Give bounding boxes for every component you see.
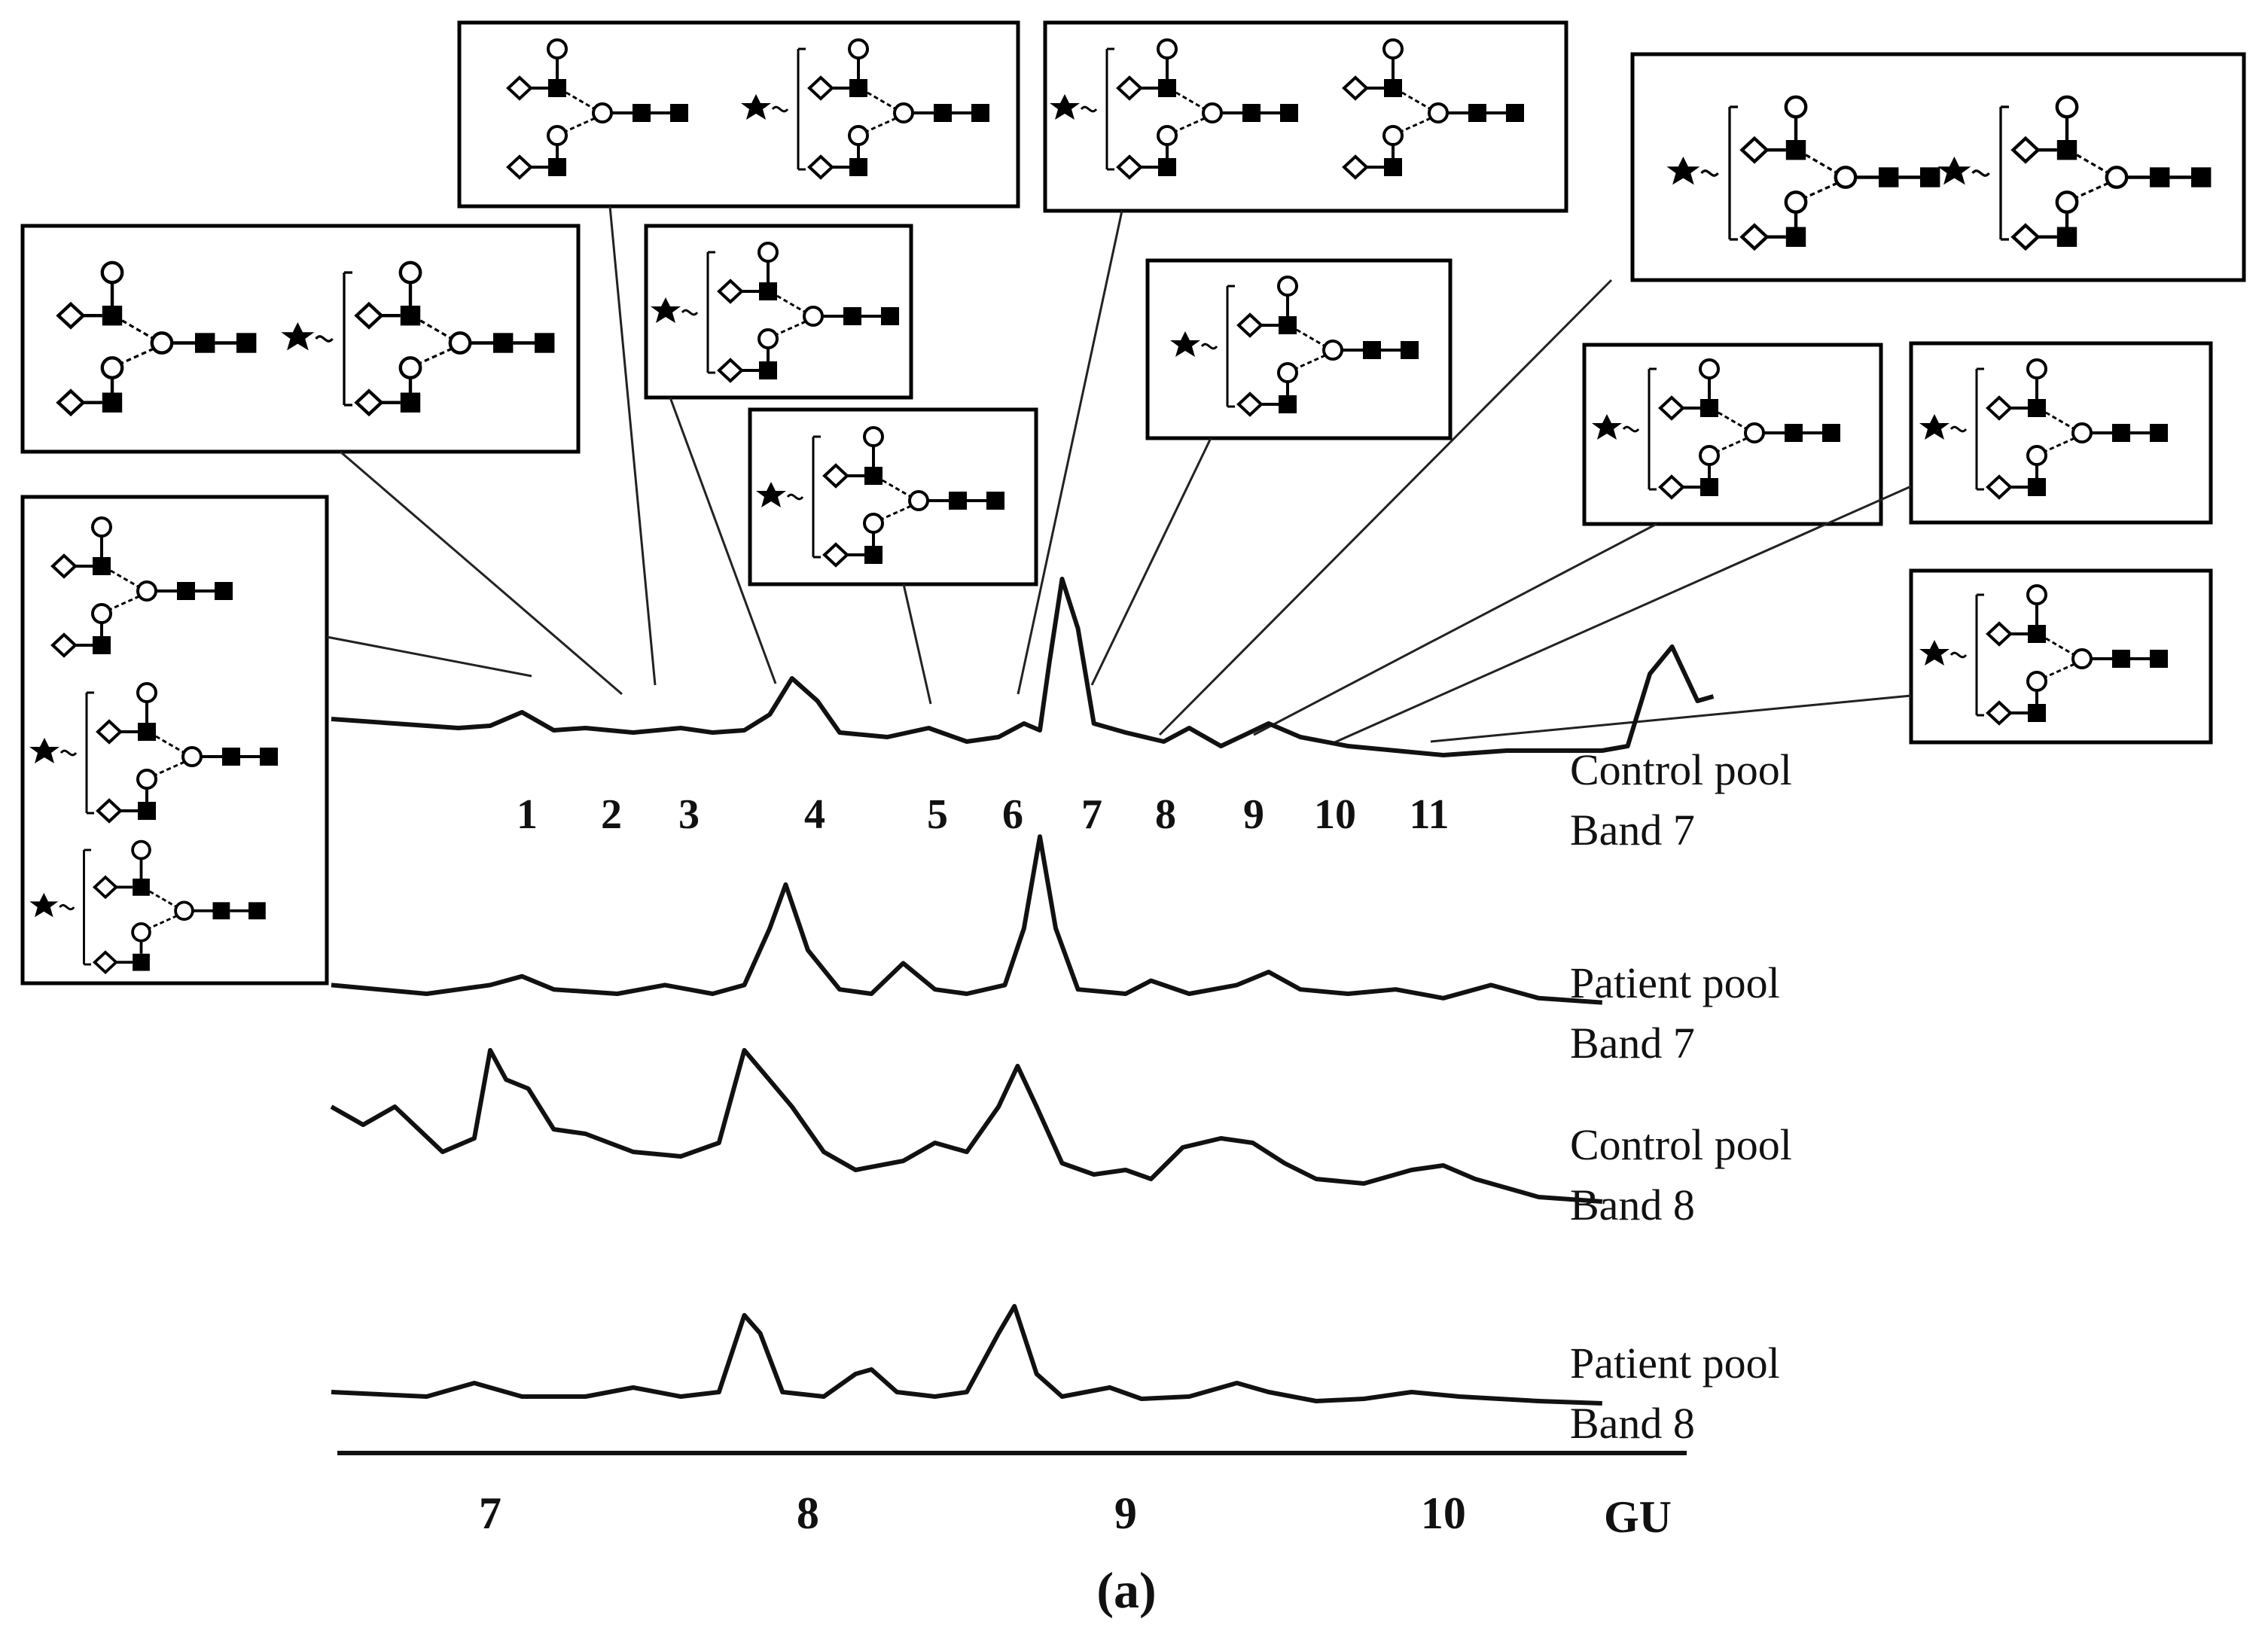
peak-label-8: 8 bbox=[1155, 791, 1176, 838]
x-tick-label: 8 bbox=[797, 1488, 819, 1538]
peak-label-9: 9 bbox=[1243, 791, 1264, 838]
x-tick-label: 10 bbox=[1421, 1488, 1466, 1538]
series-label-2-line1: Patient pool bbox=[1570, 958, 1780, 1007]
annotation-leader-lines bbox=[326, 206, 1912, 745]
glycan-annotation-box-1 bbox=[20, 224, 581, 454]
series-label-1-line2: Band 7 bbox=[1570, 806, 1695, 855]
glycan-annotation-box-9 bbox=[1909, 341, 2213, 525]
series-label-1-line1: Control pool bbox=[1570, 745, 1792, 794]
trace-series-2 bbox=[331, 834, 1603, 1005]
series-label-3-line2: Band 8 bbox=[1570, 1180, 1695, 1229]
glycan-annotation-box-6 bbox=[1145, 258, 1453, 440]
figure-caption: (a) bbox=[1096, 1561, 1156, 1619]
peak-label-2: 2 bbox=[601, 791, 622, 838]
x-tick-label: 7 bbox=[479, 1488, 501, 1538]
peak-label-5: 5 bbox=[927, 791, 948, 838]
x-tick-label: 9 bbox=[1114, 1488, 1137, 1538]
peak-label-4: 4 bbox=[804, 791, 825, 838]
glycan-annotation-box-11 bbox=[20, 495, 329, 986]
trace-series-1 bbox=[331, 577, 1715, 757]
glycan-annotation-box-10 bbox=[1909, 568, 2213, 745]
glycan-annotation-box-8 bbox=[1582, 343, 1883, 526]
peak-label-10: 10 bbox=[1314, 791, 1356, 838]
series-labels: Control pool Band 7 Patient pool Band 7 … bbox=[1570, 745, 1792, 1448]
glycan-annotation-box-5 bbox=[1043, 20, 1568, 213]
trace-series-4 bbox=[331, 1304, 1602, 1406]
gu-axis-ticks: 7 8 9 10 bbox=[479, 1488, 1466, 1538]
series-label-2-line2: Band 7 bbox=[1570, 1019, 1695, 1068]
peak-label-1: 1 bbox=[517, 791, 538, 838]
peak-label-11: 11 bbox=[1410, 791, 1450, 838]
peak-number-labels: 1 2 3 4 5 6 7 8 9 10 11 bbox=[517, 791, 1449, 838]
series-label-3-line1: Control pool bbox=[1570, 1120, 1792, 1169]
glycan-annotation-box-4 bbox=[748, 407, 1038, 586]
series-label-4-line2: Band 8 bbox=[1570, 1399, 1695, 1448]
peak-label-3: 3 bbox=[678, 791, 700, 838]
chromatogram-traces bbox=[330, 577, 1715, 1406]
peak-label-6: 6 bbox=[1002, 791, 1023, 838]
series-label-4-line1: Patient pool bbox=[1570, 1339, 1780, 1388]
peak-label-7: 7 bbox=[1081, 791, 1102, 838]
glycan-annotation-box-2 bbox=[457, 20, 1020, 209]
x-axis-label: GU bbox=[1604, 1492, 1672, 1542]
glycan-annotation-box-7 bbox=[1630, 52, 2246, 282]
glycan-annotation-box-3 bbox=[644, 224, 913, 400]
trace-series-3 bbox=[330, 1048, 1603, 1204]
